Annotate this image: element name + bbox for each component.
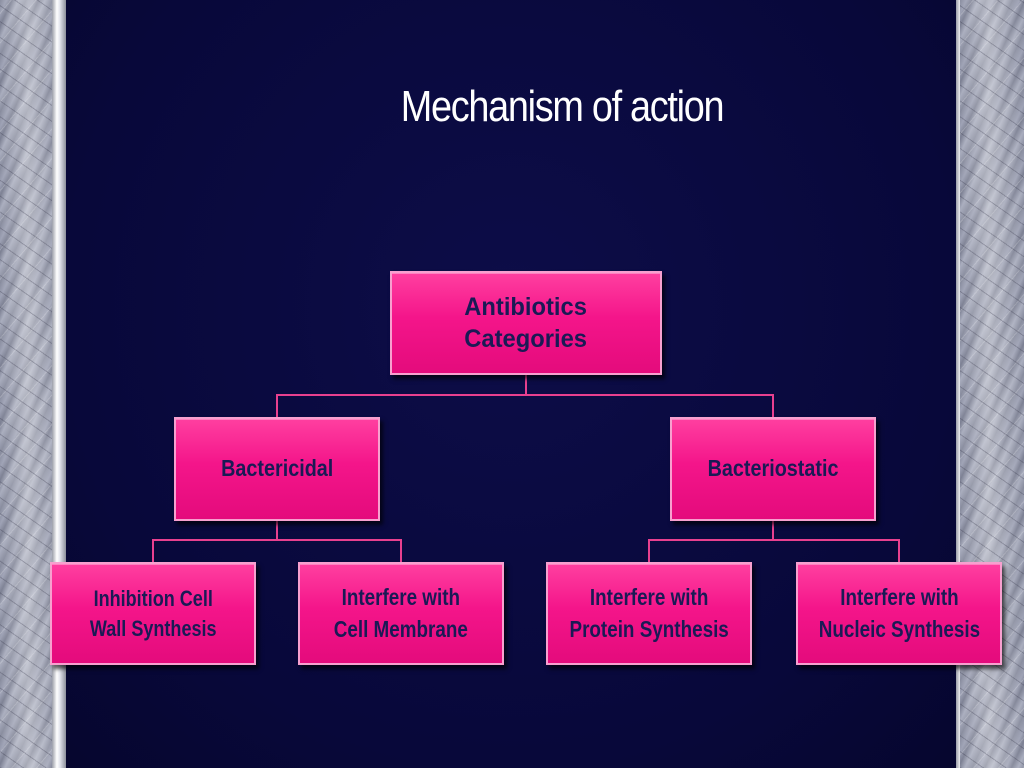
connector-level2-bar [276,394,774,417]
connector-bacteriostatic-bar [648,539,900,562]
node-bactericidal: Bactericidal [174,417,380,521]
node-label: Antibiotics Categories [464,292,588,354]
node-antibiotics-categories: Antibiotics Categories [390,271,662,375]
node-interfere-protein-synthesis: Interfere with Protein Synthesis [546,562,752,665]
node-label: Interfere with Cell Membrane [333,584,469,642]
connector-bactericidal-bar [152,539,402,562]
node-label: Inhibition Cell Wall Synthesis [89,585,217,641]
node-bacteriostatic: Bacteriostatic [670,417,876,521]
node-inhibition-cell-wall-synthesis: Inhibition Cell Wall Synthesis [50,562,256,665]
node-label: Interfere with Nucleic Synthesis [818,584,980,642]
slide-title: Mechanism of action [400,82,725,131]
node-label: Interfere with Protein Synthesis [569,584,729,642]
node-label: Bactericidal [220,455,334,482]
node-interfere-cell-membrane: Interfere with Cell Membrane [298,562,504,665]
left-marble-border [0,0,62,768]
node-interfere-nucleic-synthesis: Interfere with Nucleic Synthesis [796,562,1002,665]
node-label: Bacteriostatic [707,455,839,482]
